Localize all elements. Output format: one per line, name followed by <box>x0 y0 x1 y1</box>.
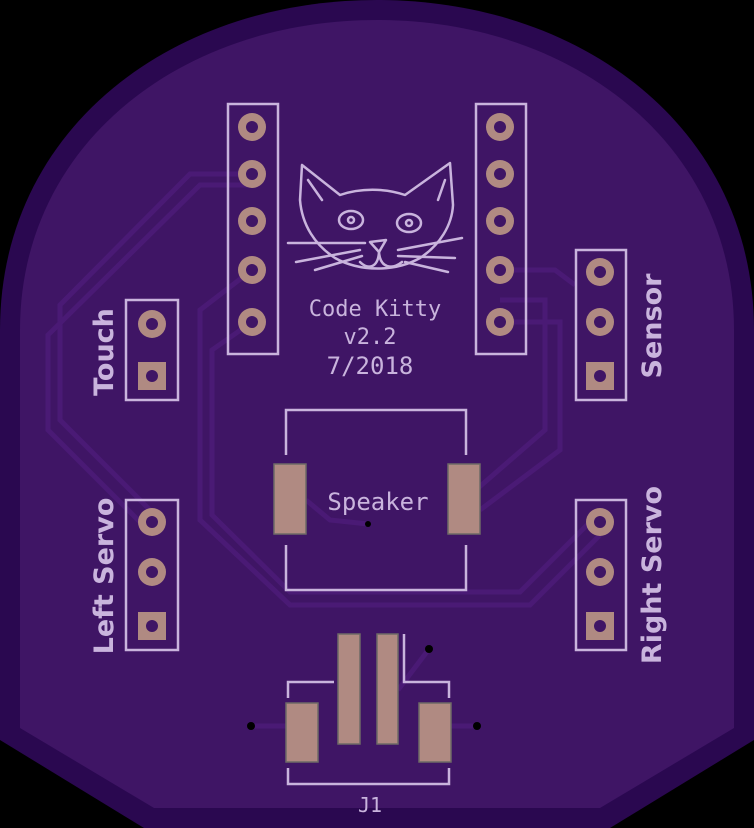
speaker-label: Speaker <box>327 488 428 516</box>
header-touch <box>124 298 180 402</box>
speaker-footprint <box>273 408 481 592</box>
board-version: v2.2 <box>344 325 397 350</box>
j1-connector <box>247 633 481 786</box>
header-right-5pin <box>474 102 528 356</box>
touch-label: Touch <box>89 308 120 396</box>
sensor-label: Sensor <box>637 273 668 379</box>
board-soldermask <box>20 20 734 808</box>
left-servo-label: Left Servo <box>89 498 120 655</box>
j1-label: J1 <box>358 793 382 817</box>
header-sensor <box>574 248 628 402</box>
header-left-5pin <box>226 102 280 356</box>
header-right-servo <box>574 498 628 652</box>
cat-logo <box>286 161 464 274</box>
right-servo-label: Right Servo <box>637 486 668 664</box>
header-left-servo <box>124 498 180 652</box>
board-title: Code Kitty <box>309 297 441 322</box>
board-date: 7/2018 <box>327 352 414 380</box>
